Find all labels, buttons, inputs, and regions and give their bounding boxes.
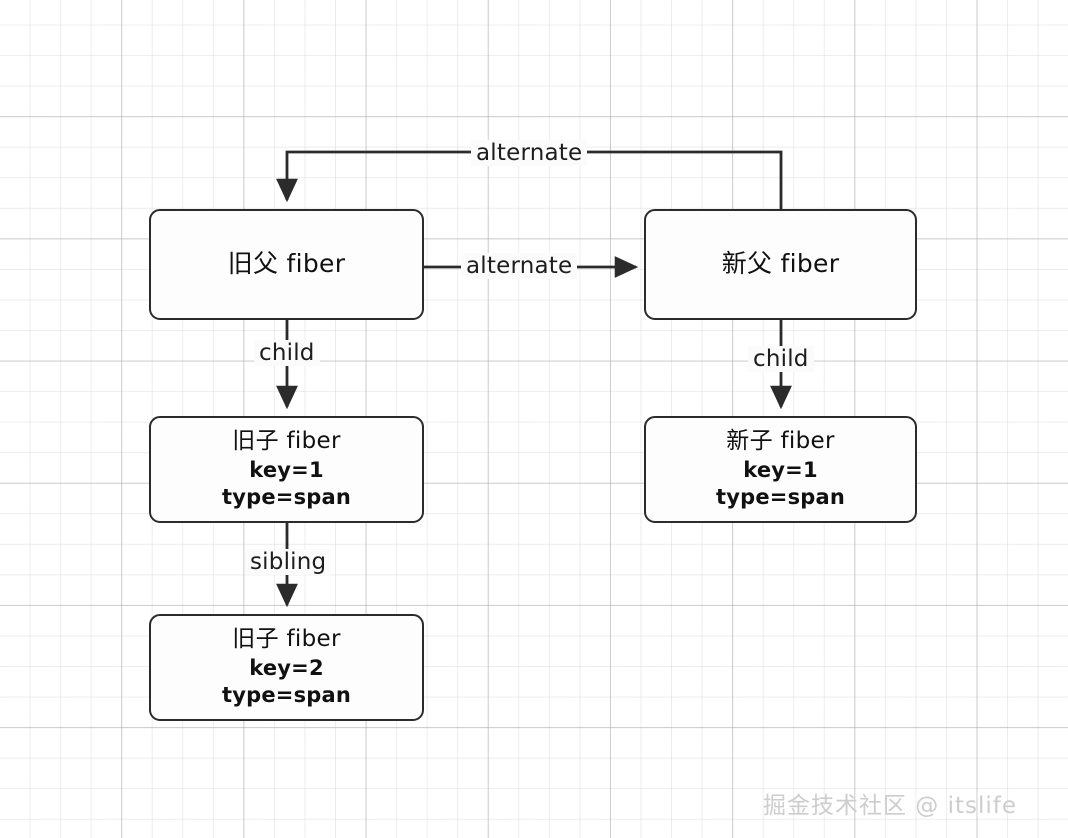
node-title: 新父 fiber xyxy=(721,249,840,279)
node-title: 旧子 fiber xyxy=(232,428,341,455)
node-attr-type: type=span xyxy=(221,683,352,708)
node-new-child-1[interactable]: 新子 fiber key=1 type=span xyxy=(644,416,917,523)
node-attr-type: type=span xyxy=(715,485,846,510)
edge-label-child-left: child xyxy=(254,340,320,366)
node-attr-key: key=1 xyxy=(249,458,324,483)
node-attr-key: key=1 xyxy=(743,458,818,483)
node-title: 旧子 fiber xyxy=(232,626,341,653)
edge-label-alternate-top: alternate xyxy=(471,140,588,166)
node-old-child-2[interactable]: 旧子 fiber key=2 type=span xyxy=(149,614,424,721)
node-new-parent[interactable]: 新父 fiber xyxy=(644,209,917,320)
edge-label-alternate-middle: alternate xyxy=(461,253,578,279)
node-title: 旧父 fiber xyxy=(227,249,346,279)
node-attr-type: type=span xyxy=(221,485,352,510)
edge-label-child-right: child xyxy=(748,346,814,372)
node-title: 新子 fiber xyxy=(726,428,835,455)
node-old-parent[interactable]: 旧父 fiber xyxy=(149,209,424,320)
edge-label-sibling: sibling xyxy=(245,549,332,575)
watermark: 掘金技术社区 @ itslife xyxy=(763,793,1018,819)
node-attr-key: key=2 xyxy=(249,656,324,681)
node-old-child-1[interactable]: 旧子 fiber key=1 type=span xyxy=(149,416,424,523)
